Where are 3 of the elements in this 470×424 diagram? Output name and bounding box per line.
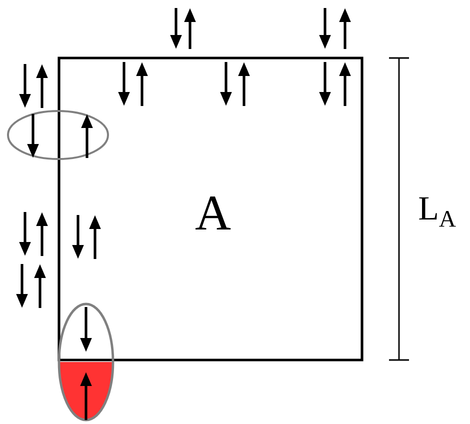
region-box	[58, 56, 364, 362]
length-label: L$_{A}$	[419, 197, 456, 227]
region-label: A	[196, 196, 231, 230]
